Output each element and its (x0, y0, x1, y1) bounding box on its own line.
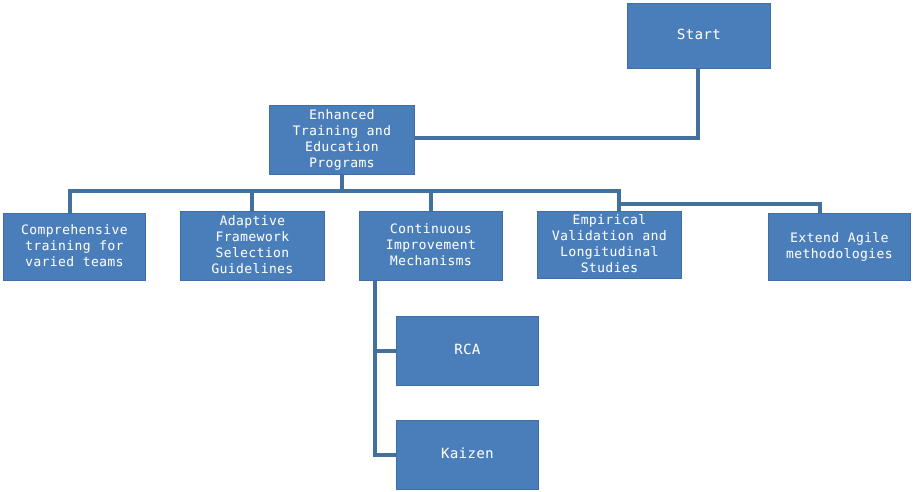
node-rca[interactable]: RCA (396, 316, 539, 386)
connector-trunk-to-rca (373, 349, 398, 353)
node-comprehensive-training-label: Comprehensive training for varied teams (21, 223, 128, 270)
connector-trunk-to-kaizen (373, 453, 398, 457)
connector-enhanced-down (340, 174, 344, 191)
node-adaptive-framework[interactable]: Adaptive Framework Selection Guidelines (180, 211, 325, 281)
connector-bus-drop-empirical (617, 189, 621, 214)
connector-start-to-enhanced (414, 136, 700, 140)
node-kaizen[interactable]: Kaizen (396, 420, 539, 490)
node-enhanced-training[interactable]: Enhanced Training and Education Programs (269, 105, 415, 175)
node-kaizen-label: Kaizen (441, 446, 494, 463)
node-adaptive-framework-label: Adaptive Framework Selection Guidelines (211, 214, 294, 277)
connector-bus-drop-comprehensive (68, 189, 72, 214)
node-continuous-improvement-label: Continuous Improvement Mechanisms (385, 222, 477, 269)
node-start[interactable]: Start (627, 3, 771, 69)
connector-continuous-trunk (373, 278, 377, 455)
connector-extend-drop (818, 202, 822, 216)
node-extend-agile-label: Extend Agile methodologies (786, 231, 893, 262)
connector-empirical-to-extend (617, 202, 822, 206)
node-rca-label: RCA (454, 342, 481, 359)
connector-main-bus (68, 189, 621, 193)
connector-bus-drop-continuous (429, 189, 433, 214)
connector-start-down (696, 68, 700, 140)
node-start-label: Start (676, 27, 722, 44)
node-empirical-validation-label: Empirical Validation and Longitudinal St… (551, 213, 668, 276)
node-enhanced-training-label: Enhanced Training and Education Programs (292, 108, 392, 171)
node-empirical-validation[interactable]: Empirical Validation and Longitudinal St… (537, 211, 682, 279)
connector-bus-drop-adaptive (250, 189, 254, 214)
node-comprehensive-training[interactable]: Comprehensive training for varied teams (3, 213, 146, 281)
node-extend-agile[interactable]: Extend Agile methodologies (768, 213, 911, 281)
node-continuous-improvement[interactable]: Continuous Improvement Mechanisms (359, 211, 503, 281)
